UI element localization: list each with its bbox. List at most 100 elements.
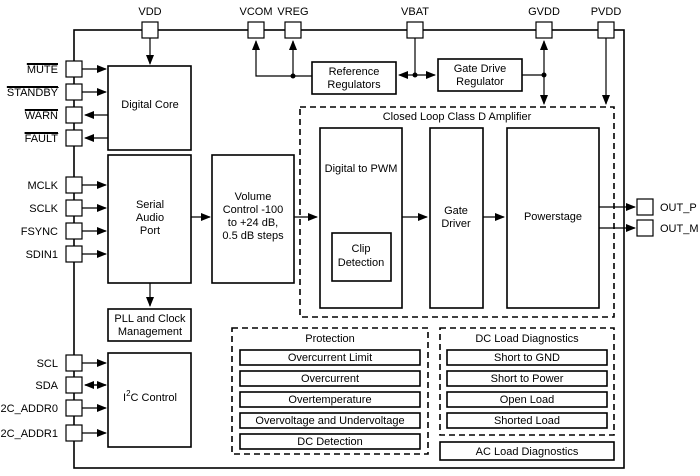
pin-sclk-label: SCLK (29, 203, 58, 215)
pin-sdin1-box (65, 245, 83, 263)
pin-sdin1-label: SDIN1 (26, 249, 58, 261)
dc-diagnostics-item (446, 391, 608, 408)
protection-item (239, 349, 421, 366)
pll-line2: Management (118, 326, 182, 338)
pll-block (107, 308, 192, 342)
protection-item (239, 391, 421, 408)
protection-item (239, 412, 421, 429)
pin-sda-box (65, 376, 83, 394)
pin-i2c-addr0-box (65, 399, 83, 417)
pin-vbat: VBAT (401, 6, 429, 39)
powerstage-block (506, 127, 600, 309)
pin-warn-box (65, 106, 83, 124)
clip-detection-line1: Clip (352, 243, 371, 255)
reference-regulators-line2: Regulators (327, 79, 381, 91)
protection-item (239, 433, 421, 450)
pin-vreg: VREG (277, 6, 309, 39)
pin-mclk-box (65, 176, 83, 194)
volume-control-line4: 0.5 dB steps (222, 230, 284, 242)
dc-diagnostics-item (446, 412, 608, 429)
dc-diagnostics-item-label: Shorted Load (494, 415, 560, 427)
pin-vcom-label: VCOM (240, 6, 273, 18)
dc-diagnostics-item-label: Short to Power (491, 373, 564, 385)
protection-item-label: Overcurrent Limit (288, 352, 372, 364)
pin-pvdd: PVDD (591, 6, 622, 39)
volume-control-block (211, 154, 295, 284)
protection-item-label: Overtemperature (288, 394, 371, 406)
pin-standby-label: STANDBY (7, 87, 59, 99)
pin-vreg-box (284, 21, 302, 39)
serial-audio-port-line2: Audio (136, 212, 164, 224)
pin-vcom: VCOM (240, 6, 273, 39)
volume-control-line3: to +24 dB, (228, 217, 278, 229)
pin-fsync-label: FSYNC (21, 226, 58, 238)
serial-audio-port-line1: Serial (136, 199, 164, 211)
protection-title: Protection (305, 333, 355, 345)
dc-diagnostics-item (446, 349, 608, 366)
pin-vreg-label: VREG (277, 6, 308, 18)
pin-vbat-label: VBAT (401, 6, 429, 18)
digital-to-pwm-label: Digital to PWM (325, 163, 398, 175)
gate-drive-regulator-line2: Regulator (456, 76, 504, 88)
pin-scl-label: SCL (37, 358, 58, 370)
protection-item-label: Overcurrent (301, 373, 359, 385)
gate-driver-line2: Driver (441, 218, 471, 230)
clip-detection-line2: Detection (338, 257, 384, 269)
pin-vdd: VDD (138, 6, 162, 39)
amplifier-group (299, 106, 615, 318)
pin-out-m-label: OUT_M (660, 223, 699, 235)
pin-out-p-label: OUT_P (660, 202, 697, 214)
left-pins: MUTE STANDBY WARN FAULT MCLK SCLK FSYNC … (0, 60, 108, 442)
pin-sda-label: SDA (35, 380, 58, 392)
amplifier-group-title: Closed Loop Class D Amplifier (383, 111, 532, 123)
gate-driver-block (429, 127, 484, 309)
i2c-control-label: I2C Control (123, 389, 177, 404)
pin-pvdd-box (597, 21, 615, 39)
protection-group (231, 327, 429, 455)
volume-control-line1: Volume (235, 191, 272, 203)
pin-standby-box (65, 83, 83, 101)
ac-diagnostics-block (439, 441, 615, 461)
pin-warn-label: WARN (25, 110, 58, 122)
pin-gvdd-box (535, 21, 553, 39)
volume-control-line2: Control -100 (223, 204, 284, 216)
serial-audio-port-line3: Port (140, 225, 160, 237)
pin-out-m-box (636, 219, 654, 237)
pin-mclk-label: MCLK (27, 180, 58, 192)
pll-line1: PLL and Clock (114, 313, 186, 325)
dc-diagnostics-item (446, 370, 608, 387)
output-pins: OUT_P OUT_M (599, 198, 699, 237)
pin-mute-label: MUTE (27, 64, 58, 76)
pin-vdd-box (141, 21, 159, 39)
protection-item-label: DC Detection (297, 436, 362, 448)
pin-fsync-box (65, 222, 83, 240)
pin-vcom-box (247, 21, 265, 39)
pin-i2c-addr1-label: I2C_ADDR1 (0, 428, 58, 440)
pin-sclk-box (65, 199, 83, 217)
pin-out-p-box (636, 198, 654, 216)
pin-i2c-addr1-box (65, 424, 83, 442)
pin-fault-box (65, 129, 83, 147)
pin-i2c-addr0-label: I2C_ADDR0 (0, 403, 58, 415)
pin-fault-label: FAULT (25, 133, 59, 145)
gate-driver-line1: Gate (444, 205, 468, 217)
pin-gvdd-label: GVDD (528, 6, 560, 18)
ac-diagnostics-label: AC Load Diagnostics (476, 446, 579, 458)
pin-scl-box (65, 354, 83, 372)
reference-regulators-line1: Reference (329, 66, 380, 78)
dc-diagnostics-title: DC Load Diagnostics (475, 333, 579, 345)
dc-diagnostics-item-label: Open Load (500, 394, 554, 406)
dc-diagnostics-item-label: Short to GND (494, 352, 560, 364)
pin-vbat-box (406, 21, 424, 39)
digital-core-label: Digital Core (121, 99, 178, 111)
pin-pvdd-label: PVDD (591, 6, 622, 18)
digital-core-block (107, 65, 192, 151)
gate-drive-regulator-line1: Gate Drive (454, 63, 507, 75)
pin-gvdd: GVDD (528, 6, 560, 39)
clip-detection-block (331, 232, 392, 282)
protection-item (239, 370, 421, 387)
top-wiring (146, 38, 610, 105)
pin-mute-box (65, 60, 83, 78)
powerstage-label: Powerstage (524, 211, 582, 223)
pin-vdd-label: VDD (138, 6, 161, 18)
